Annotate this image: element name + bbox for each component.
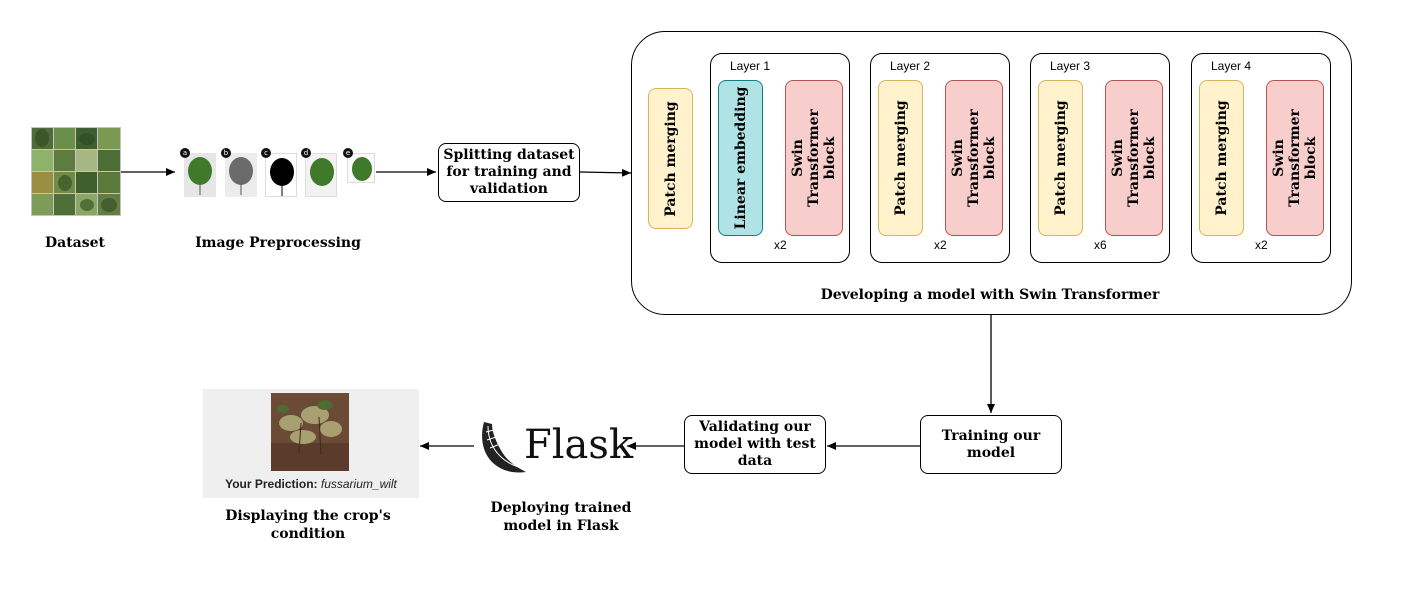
preprocess-thumb-a (184, 153, 216, 197)
preprocess-badge: b (221, 148, 231, 158)
block-label: Swin Transformer block (1110, 109, 1158, 207)
prediction-label: Your Prediction: (225, 477, 318, 491)
layer-repeat-count: x2 (774, 238, 787, 252)
block-label: Patch merging (662, 100, 679, 217)
swin-model-caption: Developing a model with Swin Transformer (820, 287, 1160, 303)
flask-logo-text: Flask (524, 422, 634, 468)
linear-embedding-block: Linear embedding (718, 80, 763, 236)
training-box: Training our model (920, 415, 1062, 474)
flask-logo: Flask (478, 418, 633, 476)
preprocess-thumb-b (225, 153, 257, 197)
swin-transformer-block-layer-2: Swin Transformer block (945, 80, 1003, 236)
layer-repeat-count: x2 (1255, 238, 1268, 252)
layer-label: Layer 1 (730, 59, 771, 73)
deploying-caption: Deploying trained model in Flask (490, 500, 632, 534)
block-label: Swin Transformer block (950, 109, 998, 207)
layer-label: Layer 2 (890, 59, 931, 73)
preprocess-badge: e (343, 148, 353, 158)
splitting-label: Splitting dataset for training and valid… (443, 147, 575, 197)
validating-box: Validating our model with test data (684, 415, 826, 474)
swin-transformer-block-layer-3: Swin Transformer block (1105, 80, 1163, 236)
block-label: Swin Transformer block (1271, 109, 1319, 207)
preprocess-badge: d (301, 148, 311, 158)
layer-repeat-count: x6 (1094, 238, 1107, 252)
layer-repeat-count: x2 (934, 238, 947, 252)
preprocess-badge: a (180, 148, 190, 158)
initial-patch-merging-block: Patch merging (648, 88, 693, 229)
preprocess-badge: c (261, 148, 271, 158)
swin-transformer-block-layer-1: Swin Transformer block (785, 80, 843, 236)
patch-merging-block-layer-4: Patch merging (1199, 80, 1244, 236)
layer-label: Layer 4 (1211, 59, 1252, 73)
training-label: Training our model (941, 427, 1041, 461)
arrow-splitting-to-model (579, 168, 632, 177)
prediction-panel: Your Prediction: fussarium_wilt (203, 389, 419, 498)
layer-label: Layer 3 (1050, 59, 1091, 73)
block-label: Swin Transformer block (790, 109, 838, 207)
displaying-caption: Displaying the crop's condition (225, 508, 391, 542)
preprocess-thumb-e (347, 153, 375, 183)
block-label: Patch merging (1213, 100, 1230, 216)
block-label: Patch merging (1052, 100, 1069, 216)
splitting-box: Splitting dataset for training and valid… (438, 143, 580, 202)
prediction-value: fussarium_wilt (320, 477, 397, 491)
crop-photo (271, 393, 349, 471)
preprocess-thumb-d (305, 153, 337, 197)
flask-horn-icon (482, 422, 526, 473)
dataset-caption: Dataset (44, 235, 105, 251)
patch-merging-block-layer-2: Patch merging (878, 80, 923, 236)
prediction-text: Your Prediction: fussarium_wilt (203, 477, 419, 491)
swin-transformer-block-layer-4: Swin Transformer block (1266, 80, 1324, 236)
block-label: Linear embedding (732, 86, 749, 230)
validating-label: Validating our model with test data (694, 419, 816, 469)
patch-merging-block-layer-3: Patch merging (1038, 80, 1083, 236)
block-label: Patch merging (892, 100, 909, 216)
preprocess-thumb-c (265, 153, 297, 197)
dataset-image-grid (31, 127, 121, 216)
preprocessing-caption: Image Preprocessing (195, 235, 361, 251)
